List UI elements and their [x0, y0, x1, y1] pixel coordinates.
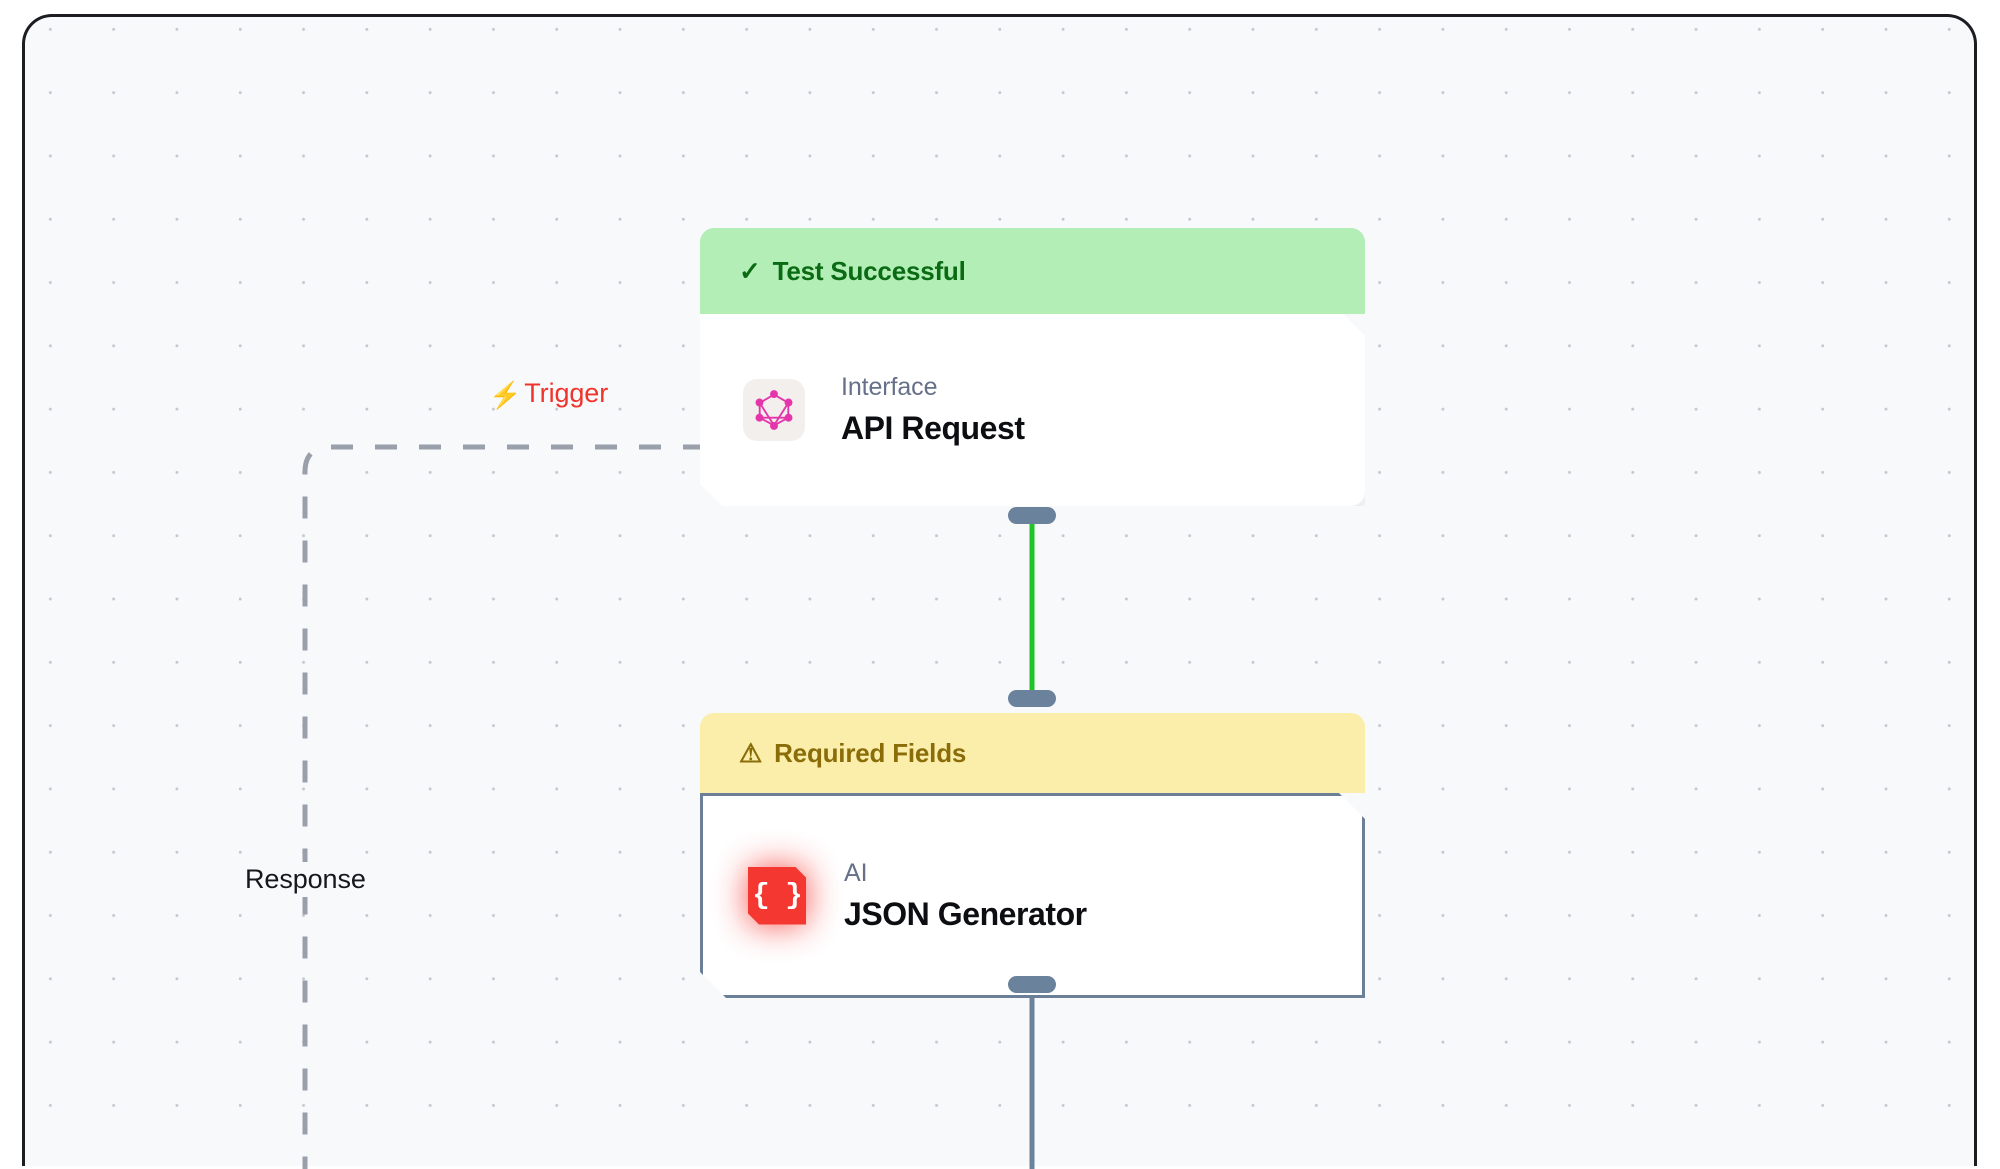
graphql-icon-svg: [752, 388, 796, 432]
node-kind-label: Interface: [841, 373, 938, 401]
node-title-label: API Request: [841, 410, 1025, 446]
response-edge-label: Response: [236, 862, 375, 897]
node-json-generator[interactable]: ⚠ Required Fields { } AI JSON Generator: [700, 713, 1365, 998]
lightning-bolt-icon: ⚡: [489, 379, 522, 410]
status-banner-label: Test Successful: [772, 255, 966, 286]
node-card-body[interactable]: { } AI JSON Generator: [700, 793, 1365, 998]
node-status-banner-warning: ⚠ Required Fields: [700, 713, 1365, 793]
handle-api-request-output[interactable]: [1008, 507, 1056, 524]
trigger-label-text: Trigger: [524, 378, 609, 408]
warning-triangle-icon: ⚠: [739, 738, 763, 768]
node-card-body[interactable]: Interface API Request: [700, 314, 1365, 506]
node-api-request[interactable]: ✓ Test Successful: [700, 228, 1365, 506]
response-label-text: Response: [245, 864, 366, 894]
curly-braces-icon-badge: { }: [748, 867, 806, 925]
status-banner-label: Required Fields: [774, 737, 967, 768]
curly-braces-icon: { }: [746, 865, 808, 927]
node-kind-label: AI: [844, 858, 868, 887]
trigger-edge-label: ⚡ Trigger: [489, 378, 608, 409]
handle-json-generator-input[interactable]: [1008, 690, 1056, 707]
handle-json-generator-output[interactable]: [1008, 976, 1056, 993]
node-title-label: JSON Generator: [844, 895, 1087, 932]
node-text-block: AI JSON Generator: [844, 858, 1087, 934]
graphql-icon: [743, 379, 805, 441]
node-status-banner-success: ✓ Test Successful: [700, 228, 1365, 314]
check-icon: ✓: [739, 256, 761, 286]
node-text-block: Interface API Request: [841, 372, 1025, 448]
